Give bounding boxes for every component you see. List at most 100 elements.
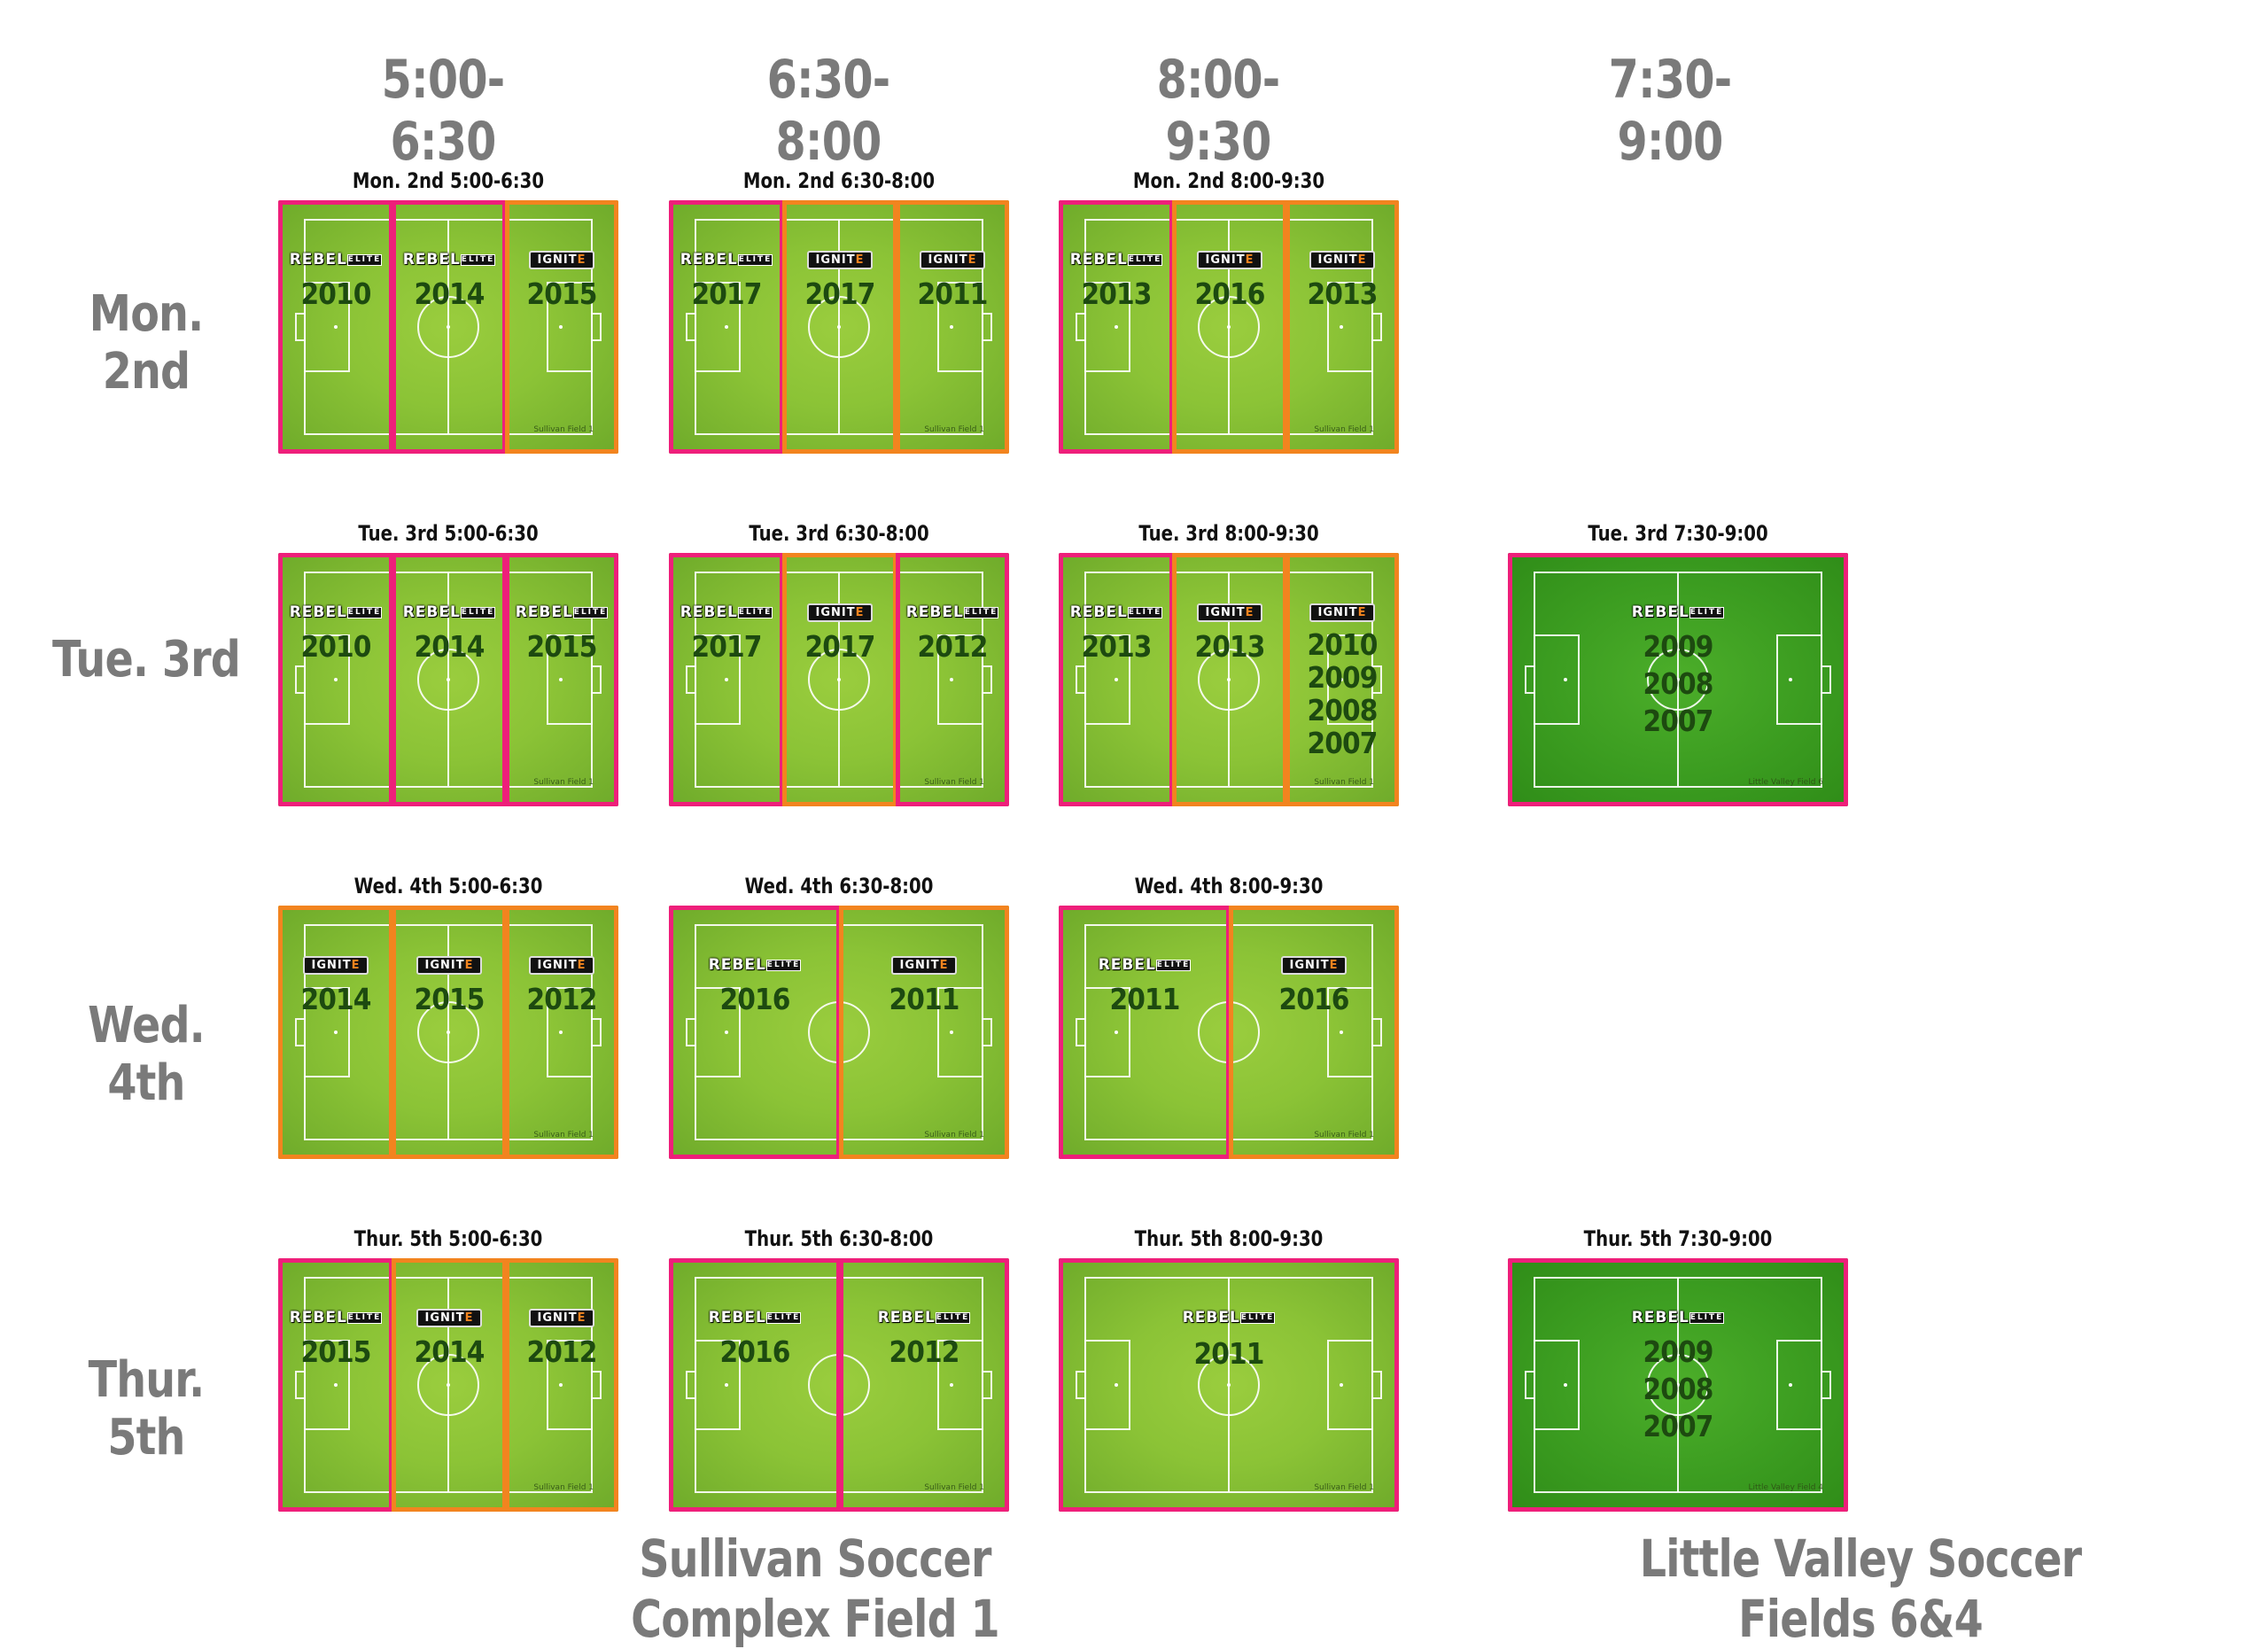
day-label-mon: Mon. 2nd <box>89 285 204 401</box>
team-year: 2013 <box>1081 276 1152 311</box>
team-year: 2012 <box>526 982 597 1016</box>
slot-header-3: 8:00-9:30 <box>1156 49 1281 173</box>
team-year: 2009 <box>1643 1334 1713 1369</box>
team-year: 2016 <box>719 1334 790 1369</box>
team-year: 2012 <box>917 629 988 664</box>
team-year: 2015 <box>526 276 597 311</box>
field-tag: Little Valley Field 6 <box>1748 778 1823 787</box>
session-title: Tue. 3rd 8:00-9:30 <box>1138 521 1319 546</box>
session-title: Thur. 5th 5:00-6:30 <box>353 1226 543 1251</box>
team-year: 2014 <box>414 629 485 664</box>
team-years: 2011 <box>1071 983 1218 1016</box>
team-year: 2011 <box>1193 1336 1264 1371</box>
session-title: Wed. 4th 6:30-8:00 <box>744 874 934 898</box>
team-years: 2016 <box>681 983 828 1016</box>
field-tag: Sullivan Field 1 <box>924 1131 984 1140</box>
team-year: 2013 <box>1307 276 1378 311</box>
field-tag: Sullivan Field 1 <box>533 1131 594 1140</box>
team-year: 2012 <box>526 1334 597 1369</box>
team-years: 2016 <box>681 1335 828 1369</box>
team-year: 2017 <box>804 276 875 311</box>
team-years: 2014 <box>401 277 497 311</box>
team-years: 2014 <box>288 983 384 1016</box>
team-years: 2011 <box>851 983 997 1016</box>
ignite-logo-icon: IGNITE <box>915 245 990 275</box>
team-year: 2016 <box>1278 982 1349 1016</box>
session-title: Wed. 4th 8:00-9:30 <box>1134 874 1324 898</box>
team-years: 2015 <box>401 983 497 1016</box>
team-years: 2010 <box>288 277 384 311</box>
team-years: 2011 <box>905 277 999 311</box>
session-title: Tue. 3rd 5:00-6:30 <box>358 521 539 546</box>
team-years: 2017 <box>792 630 888 664</box>
team-year: 2017 <box>691 276 762 311</box>
team-years: 2015 <box>515 630 609 664</box>
ignite-logo-icon: IGNITE <box>412 1303 486 1333</box>
team-years: 2012 <box>851 1335 997 1369</box>
slot-header-1: 5:00-6:30 <box>381 49 506 173</box>
session-title: Tue. 3rd 6:30-8:00 <box>749 521 929 546</box>
team-year: 2016 <box>1194 276 1265 311</box>
team-year: 2012 <box>889 1334 959 1369</box>
field-tag: Sullivan Field 1 <box>1314 425 1374 434</box>
team-years: 2014 <box>401 630 497 664</box>
slot-header-4: 7:30-9:00 <box>1608 49 1733 173</box>
team-year: 2014 <box>414 1334 485 1369</box>
field-tag: Sullivan Field 1 <box>924 1483 984 1492</box>
team-year: 2015 <box>414 982 485 1016</box>
day-label-tue: Tue. 3rd <box>52 631 241 688</box>
ignite-logo-icon: IGNITE <box>1305 597 1379 627</box>
field-tag: Sullivan Field 1 <box>1314 1131 1374 1140</box>
session-title: Wed. 4th 5:00-6:30 <box>353 874 543 898</box>
ignite-logo-icon: IGNITE <box>803 245 877 275</box>
session-title: Thur. 5th 8:00-9:30 <box>1134 1226 1324 1251</box>
team-year: 2017 <box>804 629 875 664</box>
